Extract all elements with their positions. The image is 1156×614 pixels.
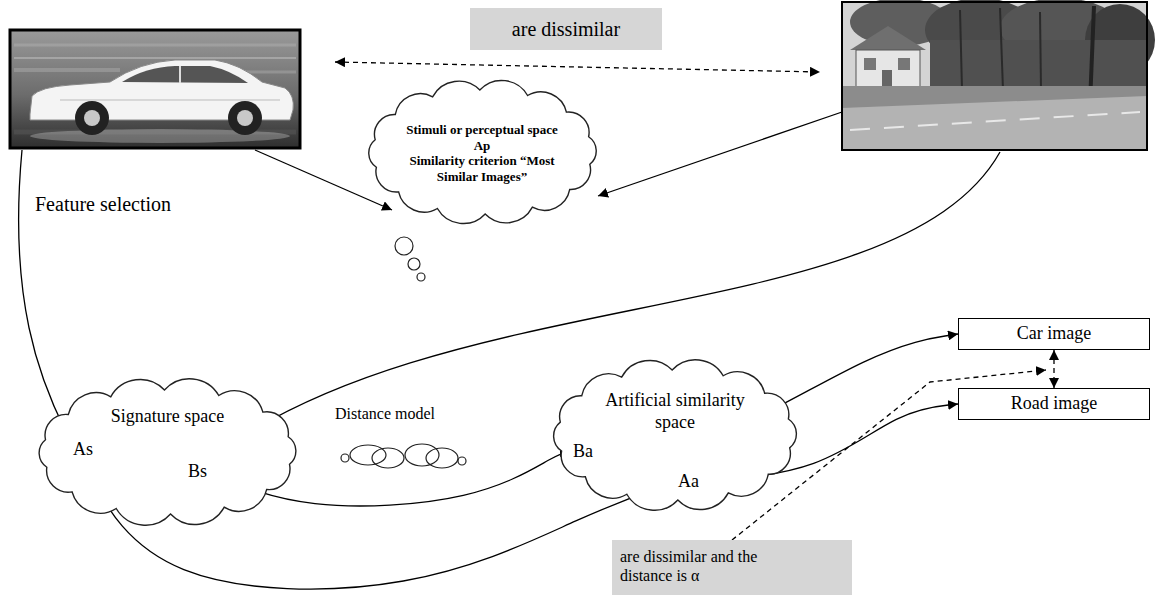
point-label: Bs [185, 460, 210, 484]
node-text: are dissimilar [512, 17, 620, 41]
thought-bubbles [408, 258, 420, 270]
road-photo [1000, 8, 1003, 90]
note-box: are dissimilar and the distance is α [612, 540, 852, 595]
car-photo [179, 66, 181, 83]
cloud-outline [369, 80, 596, 223]
distance-model-symbol [341, 444, 466, 468]
car-photo [14, 68, 120, 72]
node-text: are dissimilar and the distance is α [620, 547, 795, 585]
node-text: Artificial similarity space [590, 390, 760, 433]
space-cloud: Stimuli or perceptual space ApSimilarity… [355, 72, 610, 232]
car-photo [237, 110, 253, 126]
point-label: As [70, 438, 96, 462]
distance-model-symbol [405, 444, 439, 466]
road-photo [882, 70, 892, 88]
car-photo [228, 101, 262, 135]
distance-model-symbol [350, 445, 386, 465]
road-photo [842, 2, 1147, 150]
dissimilar-arrow [335, 62, 820, 72]
point-label: Aa [675, 470, 702, 494]
road-photo [850, 112, 1140, 130]
node-text: Similarity criterion “Most Similar Image… [402, 153, 562, 184]
road-photo [842, 0, 1155, 150]
car-photo [10, 30, 300, 148]
car-photo [60, 100, 280, 101]
node-text: Ba [573, 441, 593, 463]
thought-bubbles [417, 273, 425, 281]
cloud-outline [540, 352, 810, 518]
road-photo [856, 50, 920, 88]
road-photo [898, 58, 910, 70]
node-text: Road image [1011, 393, 1097, 415]
node-text: Stimuli or perceptual space Ap [402, 122, 562, 153]
result-box: Road image [958, 388, 1150, 420]
text-block: Stimuli or perceptual space ApSimilarity… [402, 122, 562, 184]
perception-arrow [598, 112, 842, 196]
space-cloud: Artificial similarity spaceBaAa [540, 352, 810, 518]
thought-bubbles [395, 237, 425, 281]
result-box: Car image [958, 318, 1150, 350]
cloud-outline [39, 379, 296, 525]
space-cloud: Signature spaceAsBs [25, 372, 310, 532]
car-photo [75, 101, 109, 135]
road-photo [842, 96, 1147, 150]
distance-model-symbol [341, 454, 349, 462]
car-photo [84, 110, 100, 126]
point-label: Ba [570, 440, 596, 464]
car-photo [10, 30, 300, 148]
road-photo [1040, 12, 1041, 90]
road-photo [864, 58, 876, 70]
node-text: Car image [1017, 323, 1091, 345]
car-photo [14, 44, 296, 47]
feature-arrow [19, 150, 66, 432]
text-block: Artificial similarity space [590, 390, 760, 433]
distance-model-symbol [372, 448, 404, 468]
car-photo [122, 66, 248, 83]
road-photo [850, 26, 926, 50]
annotation-label: Distance model [335, 404, 435, 423]
cloud-outline [25, 372, 310, 532]
text-block: Signature space [85, 406, 250, 428]
node-text: Aa [678, 471, 699, 493]
car-photo [10, 30, 300, 148]
thought-bubbles [395, 237, 413, 255]
annotation-label: Feature selection [35, 192, 171, 216]
distance-model-symbol [458, 457, 466, 465]
node-text: Signature space [85, 406, 250, 428]
mapping-arrow [1053, 350, 1054, 388]
node-text: Bs [188, 461, 207, 483]
cloud-outline [554, 360, 797, 510]
road-photo [960, 10, 962, 90]
node-text: As [73, 439, 93, 461]
note-box: are dissimilar [470, 8, 662, 50]
distance-model-symbol [426, 448, 458, 468]
car-photo [14, 57, 296, 59]
